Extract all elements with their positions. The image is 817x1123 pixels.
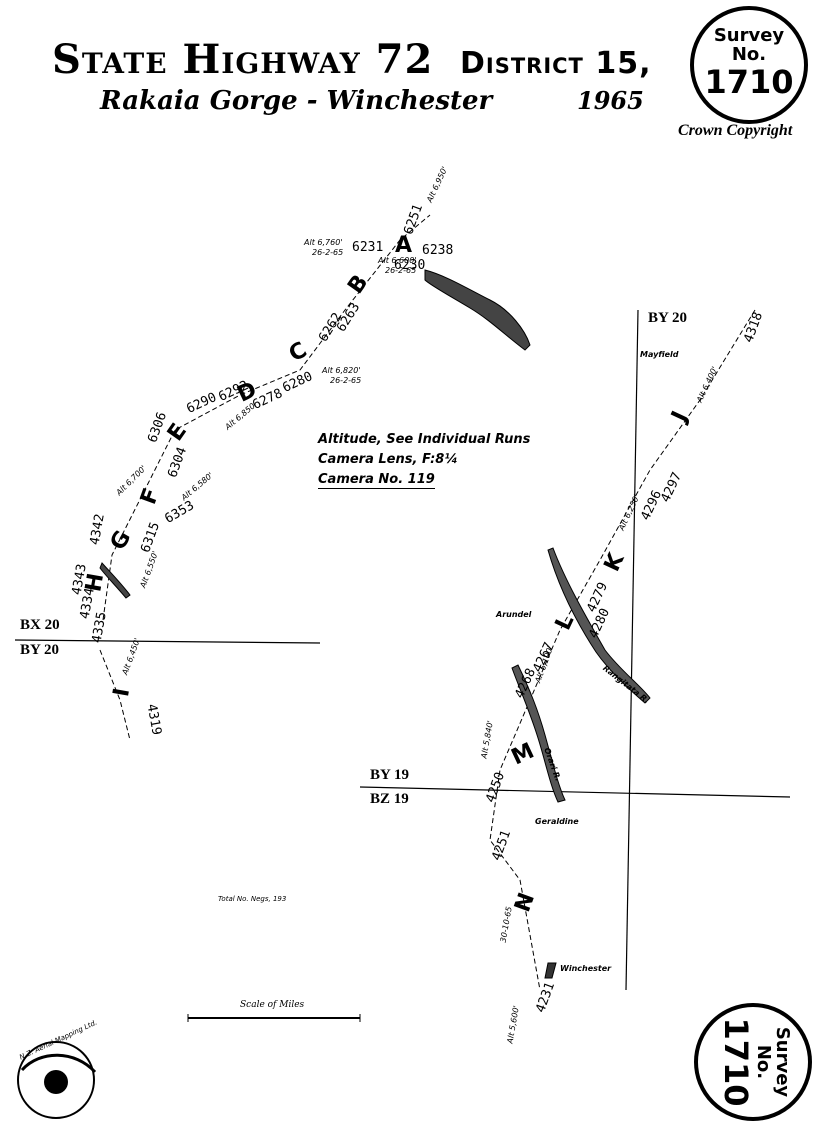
grid-label-bz19: BZ 19 <box>370 791 409 807</box>
survey-notes: Altitude, See Individual Runs Camera Len… <box>318 430 530 490</box>
grid-label-bx20: BX 20 <box>20 617 60 633</box>
scale-label: Scale of Miles <box>240 1000 305 1010</box>
river-rakaia <box>424 269 531 351</box>
grid-line-vertical-east <box>625 309 639 991</box>
photo-number: 6230 <box>394 258 426 273</box>
stamp-no-label: No. <box>753 1044 774 1080</box>
survey-year: 1965 <box>577 86 644 115</box>
river-winchester <box>544 962 557 979</box>
stamp-no-label: No. <box>731 44 767 65</box>
grid-line-bx-by-20 <box>14 639 321 644</box>
place-mayfield: Mayfield <box>640 350 679 359</box>
place-arundel: Arundel <box>496 610 532 619</box>
flight-line-east <box>489 309 756 991</box>
run-date-c: 26-2-65 <box>330 376 362 385</box>
crown-copyright: Crown Copyright <box>678 122 793 139</box>
altitude-label-d: Alt 6,760' <box>304 238 343 247</box>
stamp-number: 1710 <box>717 1017 755 1107</box>
note-altitude: Altitude, See Individual Runs <box>318 432 531 447</box>
stamp-survey-label: Survey <box>713 25 785 46</box>
photo-number: 6238 <box>422 243 454 258</box>
flight-line-northwest <box>102 214 431 621</box>
grid-label-by20-east: BY 20 <box>648 310 688 326</box>
aerial-mapping-logo <box>17 1041 97 1119</box>
page-title: State Highway 72 <box>52 36 434 83</box>
note-camera: Camera No. 119 <box>318 472 435 489</box>
river-orari <box>511 664 566 803</box>
stamp-number: 1710 <box>704 63 794 101</box>
run-date-d: 26-2-65 <box>312 248 344 257</box>
run-date-b: 26-2-65 <box>385 266 417 275</box>
place-winchester: Winchester <box>560 964 612 973</box>
grid-line-by-bz-19 <box>359 786 791 798</box>
altitude-label-c: Alt 6,820' <box>322 366 361 375</box>
district-label: District 15, <box>460 46 652 81</box>
place-geraldine: Geraldine <box>535 817 579 826</box>
river-rangitata <box>547 547 651 704</box>
total-negatives: Total No. Negs, 193 <box>218 895 287 903</box>
flight-line-run-i <box>99 649 131 741</box>
run-letter-a: A <box>395 233 413 258</box>
survey-stamp-top: Survey No. 1710 <box>690 6 808 124</box>
route-subtitle: Rakaia Gorge - Winchester <box>100 86 493 116</box>
stamp-survey-label: Survey <box>772 1026 793 1098</box>
altitude-label-b: Alt 6,600' <box>378 256 417 265</box>
river-upper-west <box>99 562 131 599</box>
note-lens: Camera Lens, F:8¼ <box>318 452 458 467</box>
photo-number: 6231 <box>352 240 384 255</box>
grid-label-by19: BY 19 <box>370 767 410 783</box>
grid-label-by20-west: BY 20 <box>20 642 60 658</box>
survey-stamp-bottom: Survey No. 1710 <box>694 1003 812 1121</box>
